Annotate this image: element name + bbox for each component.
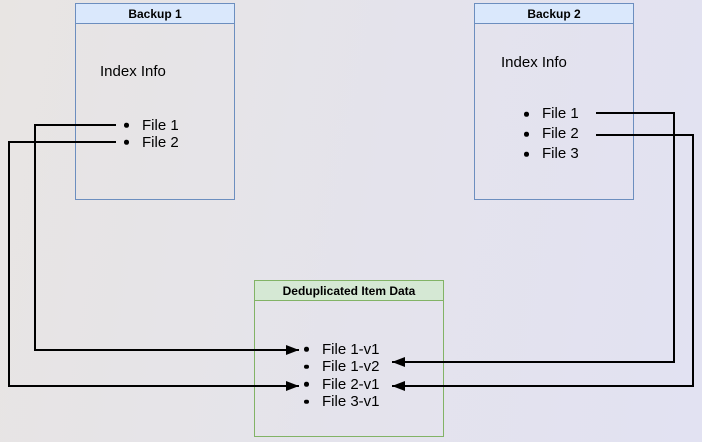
backup2-file-list: File 1 File 2 File 3 [522,104,579,164]
backup2-index-info-label: Index Info [501,54,567,71]
backup1-box: Backup 1 [75,3,235,200]
backup2-file-item: File 3 [522,144,579,164]
backup1-file-item: File 2 [122,134,179,151]
backup2-title: Backup 2 [475,4,633,24]
dedup-file-item: File 3-v1 [302,393,380,411]
backup1-index-info-label: Index Info [100,63,166,80]
dedup-file-list: File 1-v1 File 1-v2 File 2-v1 File 3-v1 [302,341,380,411]
backup1-title: Backup 1 [76,4,234,24]
dedup-file-item: File 2-v1 [302,376,380,394]
dedup-title: Deduplicated Item Data [255,281,443,301]
backup1-file-list: File 1 File 2 [122,117,179,151]
backup2-file-item: File 2 [522,124,579,144]
dedup-file-item: File 1-v1 [302,341,380,359]
backup1-file-item: File 1 [122,117,179,134]
backup2-file-item: File 1 [522,104,579,124]
backup2-box: Backup 2 [474,3,634,200]
dedup-file-item: File 1-v2 [302,358,380,376]
